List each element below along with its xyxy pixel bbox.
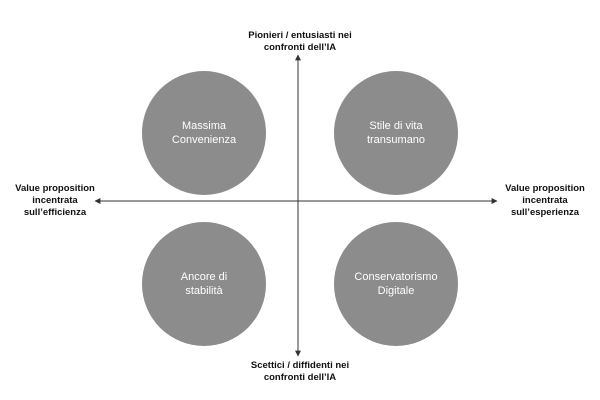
axis-label-left: Value proposition incentrata sull’effici… (15, 183, 95, 218)
quadrant-circle-bottom-left: Ancore di stabilità (142, 222, 266, 346)
axis-label-bottom: Scettici / diffidenti nei confronti dell… (250, 360, 350, 383)
axis-label-right: Value proposition incentrata sull’esperi… (505, 183, 585, 218)
axis-label-top: Pionieri / entusiasti nei confronti dell… (248, 30, 352, 53)
quadrant-circle-top-right: Stile di vita transumano (334, 71, 458, 195)
quadrant-circle-top-left: Massima Convenienza (142, 71, 266, 195)
quadrant-label-top-left: Massima Convenienza (171, 120, 237, 146)
quadrant-label-bottom-right: Conservatorismo Digitale (354, 271, 438, 297)
quadrant-circle-bottom-right: Conservatorismo Digitale (334, 222, 458, 346)
quadrant-label-bottom-left: Ancore di stabilità (180, 271, 228, 297)
quadrant-label-top-right: Stile di vita transumano (366, 120, 426, 146)
